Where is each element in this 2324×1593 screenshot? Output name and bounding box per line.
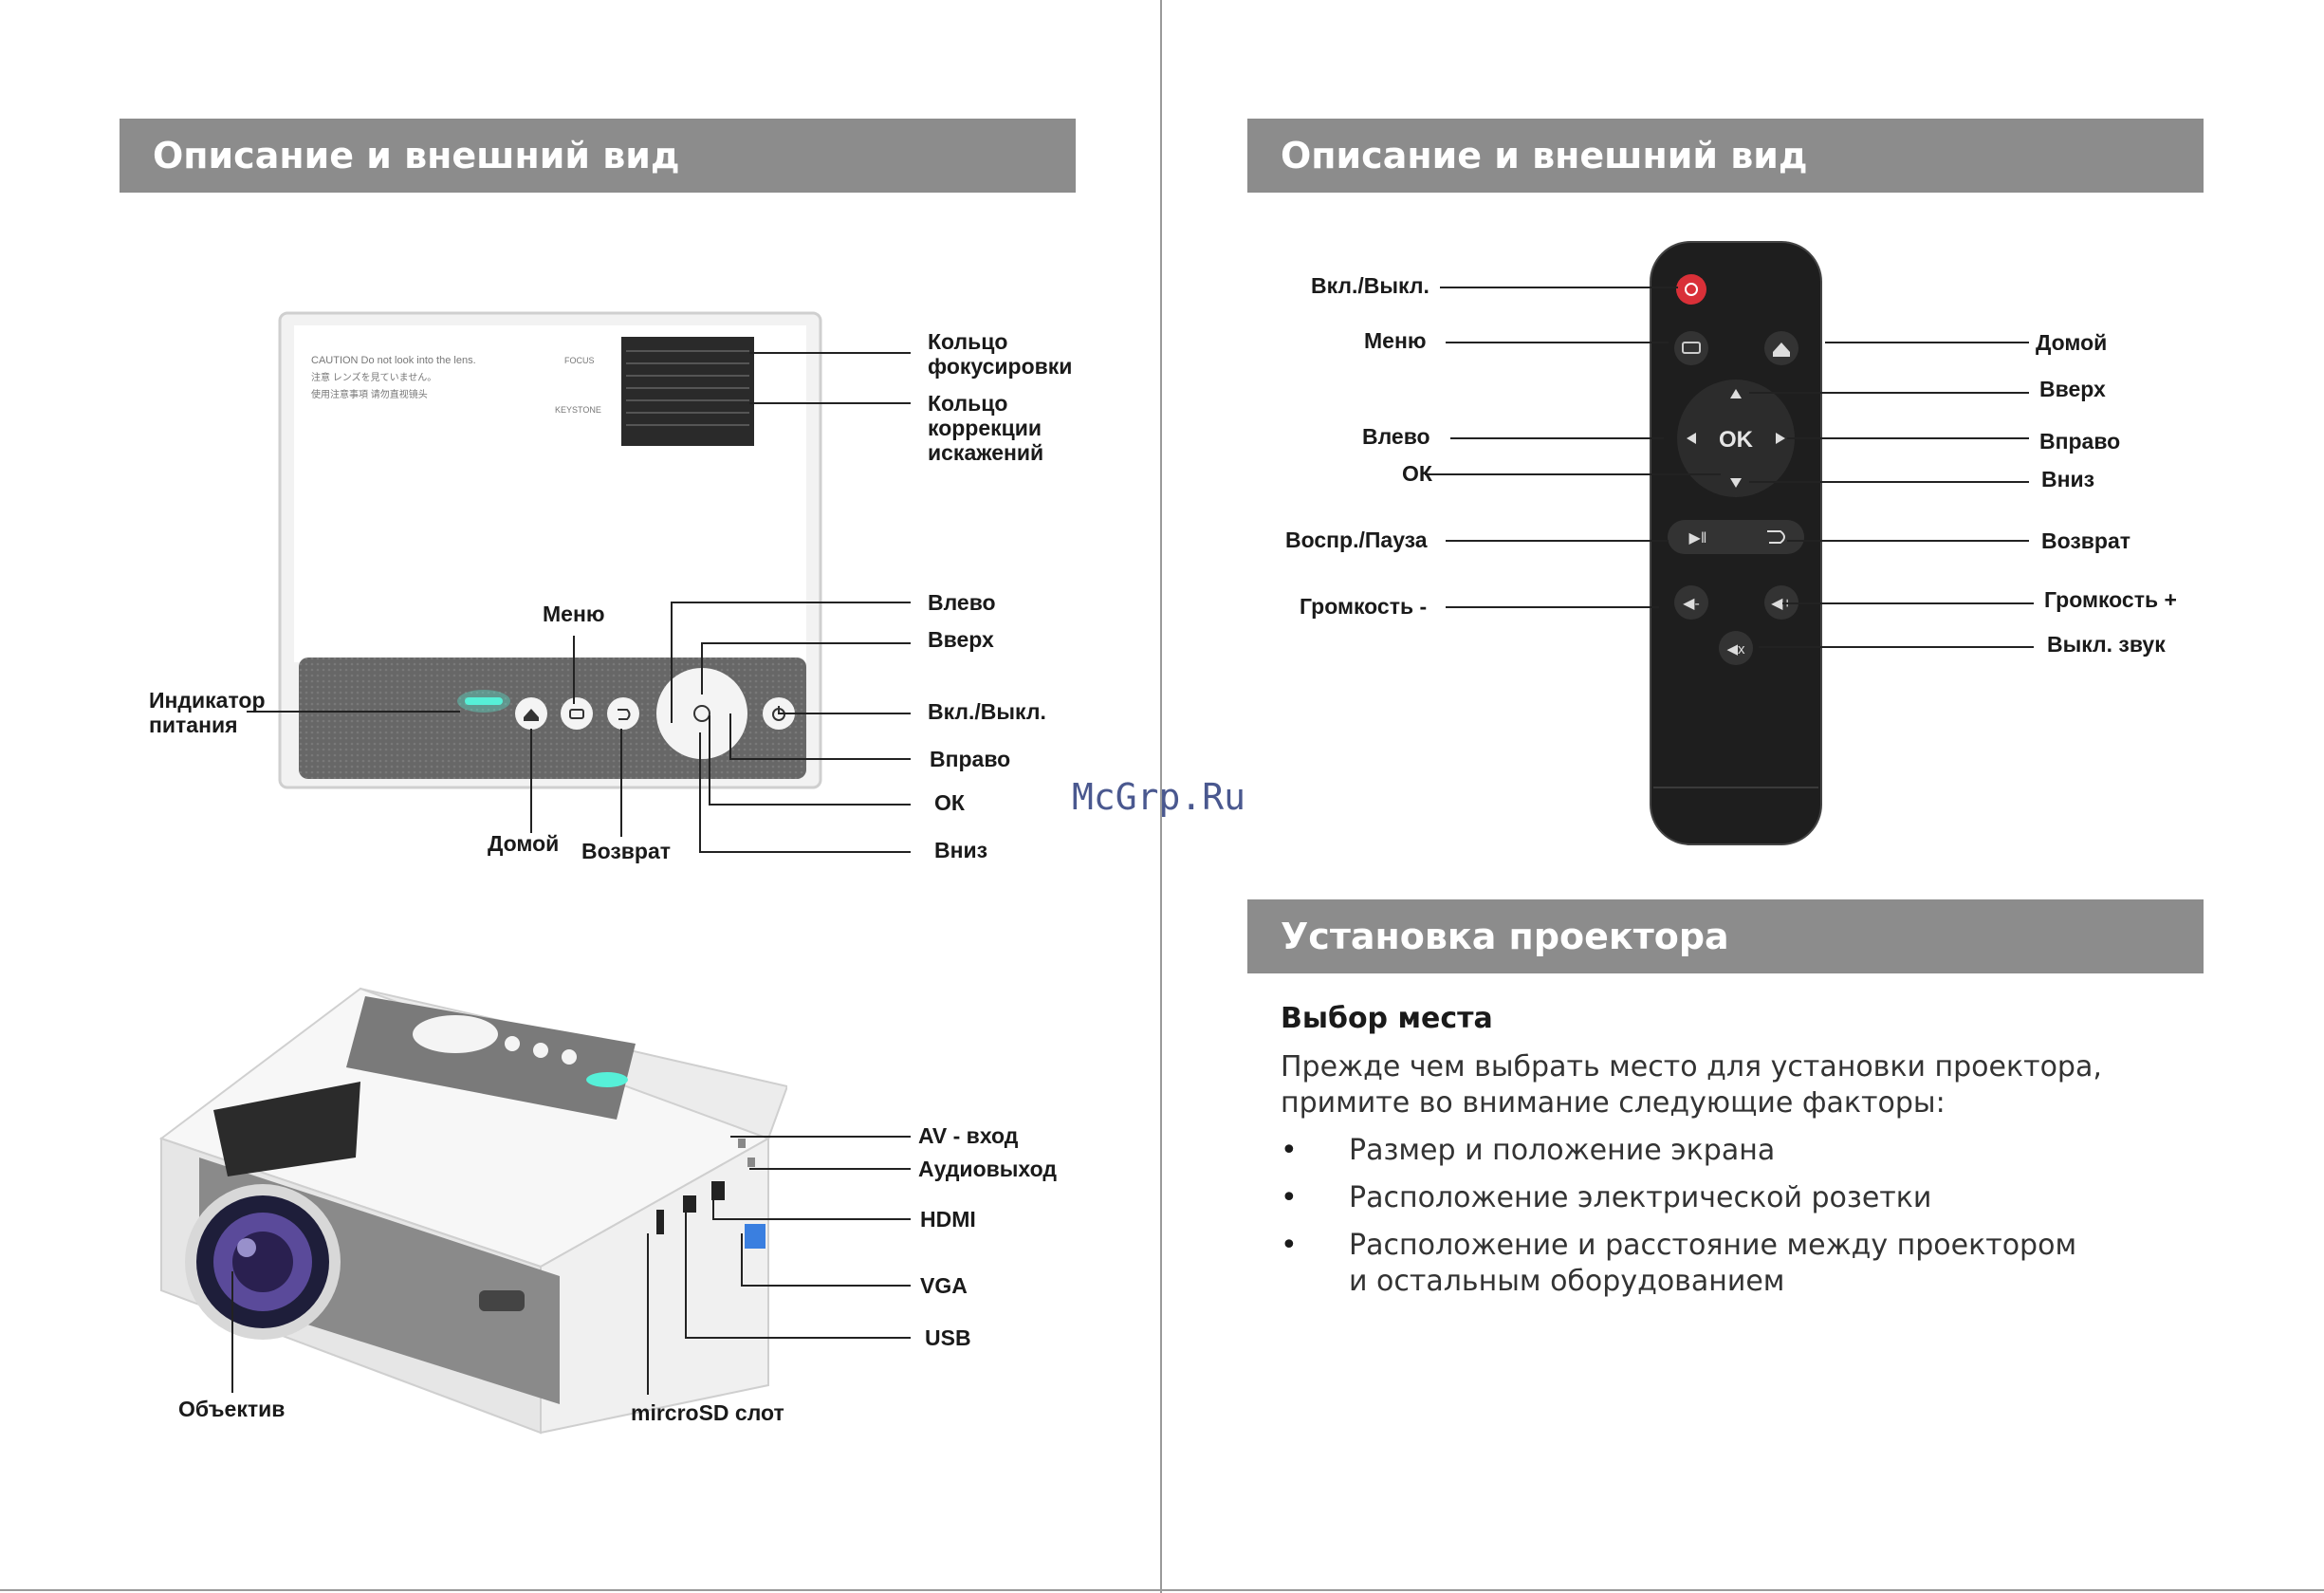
list-item: • Размер и положение экрана [1281,1133,2210,1169]
remote-label-left: Влево [1362,424,1430,449]
label-vga: VGA [920,1273,968,1298]
left-section-header: Описание и внешний вид [120,119,1076,193]
page-divider [1160,0,1162,1593]
remote-ok-label: OK [1719,427,1754,453]
top-view-leader-lines [247,352,911,853]
remote-label-play: Воспр./Пауза [1285,528,1428,552]
svg-text:◀-: ◀- [1683,596,1700,612]
device-keystone-text: KEYSTONE [555,405,601,415]
label-audio: Аудиовыход [918,1157,1057,1181]
list-item: • Расположение электрической розетки [1281,1180,2210,1216]
remote-label-power: Вкл./Выкл. [1311,273,1429,298]
label-hdmi: HDMI [920,1207,976,1232]
remote-label-ok: ОК [1402,461,1432,486]
install-subheading: Выбор места [1281,1002,1493,1035]
bullet-text: Расположение и расстояние между проектор… [1349,1229,2077,1298]
device-jp2-text: 使用注意事項 请勿直视镜头 [311,388,428,400]
remote-leader-lines [1425,287,2034,648]
bullet-dot: • [1281,1229,1298,1262]
right-section-header: Описание и внешний вид [1247,119,2204,193]
remote-power-button [1676,274,1706,305]
label-right: Вправо [930,747,1011,771]
install-bullet-list: • Размер и положение экрана • Расположен… [1281,1133,2210,1300]
label-focus-ring: Кольцо фокусировки [928,329,1073,379]
label-indicator: Индикатор питания [149,688,266,737]
install-section-header: Установка проектора [1247,899,2204,973]
remote-label-home: Домой [2036,330,2108,355]
remote-label-vol-down: Громкость - [1300,594,1428,619]
remote-menu-button [1674,331,1708,365]
bullet-text: Размер и положение экрана [1349,1134,1776,1167]
label-back: Возврат [581,839,672,863]
remote-vol-up-button [1764,585,1798,620]
side-view-leader-lines [231,1136,911,1395]
label-menu: Меню [543,602,605,626]
bullet-text: Расположение электрической розетки [1349,1181,1932,1214]
bullet-dot: • [1281,1134,1298,1167]
remote-label-down: Вниз [2041,467,2095,491]
label-lens: Объектив [178,1397,286,1421]
remote-label-back: Возврат [2041,528,2131,553]
watermark: McGrp.Ru [1072,776,1246,818]
remote-label-menu: Меню [1364,328,1427,353]
label-usb: USB [925,1325,971,1350]
label-power: Вкл./Выкл. [928,699,1046,724]
label-keystone-ring: Кольцо коррекции искажений [928,391,1044,465]
remote-vol-down-button [1674,585,1708,620]
svg-text:◀x: ◀x [1726,641,1745,658]
label-ok: ОК [934,790,965,815]
install-paragraph: Прежде чем выбрать место для установки п… [1281,1050,2102,1120]
bullet-dot: • [1281,1181,1298,1214]
projector-top-view: CAUTION Do not look into the lens. 注意 レン… [278,311,822,789]
label-av: AV - вход [918,1123,1019,1148]
remote-label-vol-up: Громкость + [2044,587,2177,612]
device-caution-text: CAUTION Do not look into the lens. [311,355,476,366]
bottom-rule [0,1589,2324,1591]
svg-text:◀+: ◀+ [1771,596,1792,612]
label-down: Вниз [934,838,988,862]
svg-text:▶ǁ: ▶ǁ [1689,530,1707,546]
label-home: Домой [488,831,560,856]
remote-dpad [1677,380,1795,497]
remote-label-up: Вверх [2039,377,2106,401]
list-item: • Расположение и расстояние между проект… [1281,1228,2210,1300]
device-focus-text: FOCUS [564,356,595,365]
label-up: Вверх [928,627,994,652]
remote-label-mute: Выкл. звук [2047,632,2166,657]
remote-label-right: Вправо [2039,429,2121,454]
device-jp1-text: 注意 レンズを見ていません。 [311,371,436,383]
remote-play-pause-button [1668,520,1804,554]
label-sd: mircroSD слот [631,1400,784,1425]
remote-mute-button [1719,631,1753,665]
label-left: Влево [928,590,996,615]
projector-side-view [158,987,787,1435]
